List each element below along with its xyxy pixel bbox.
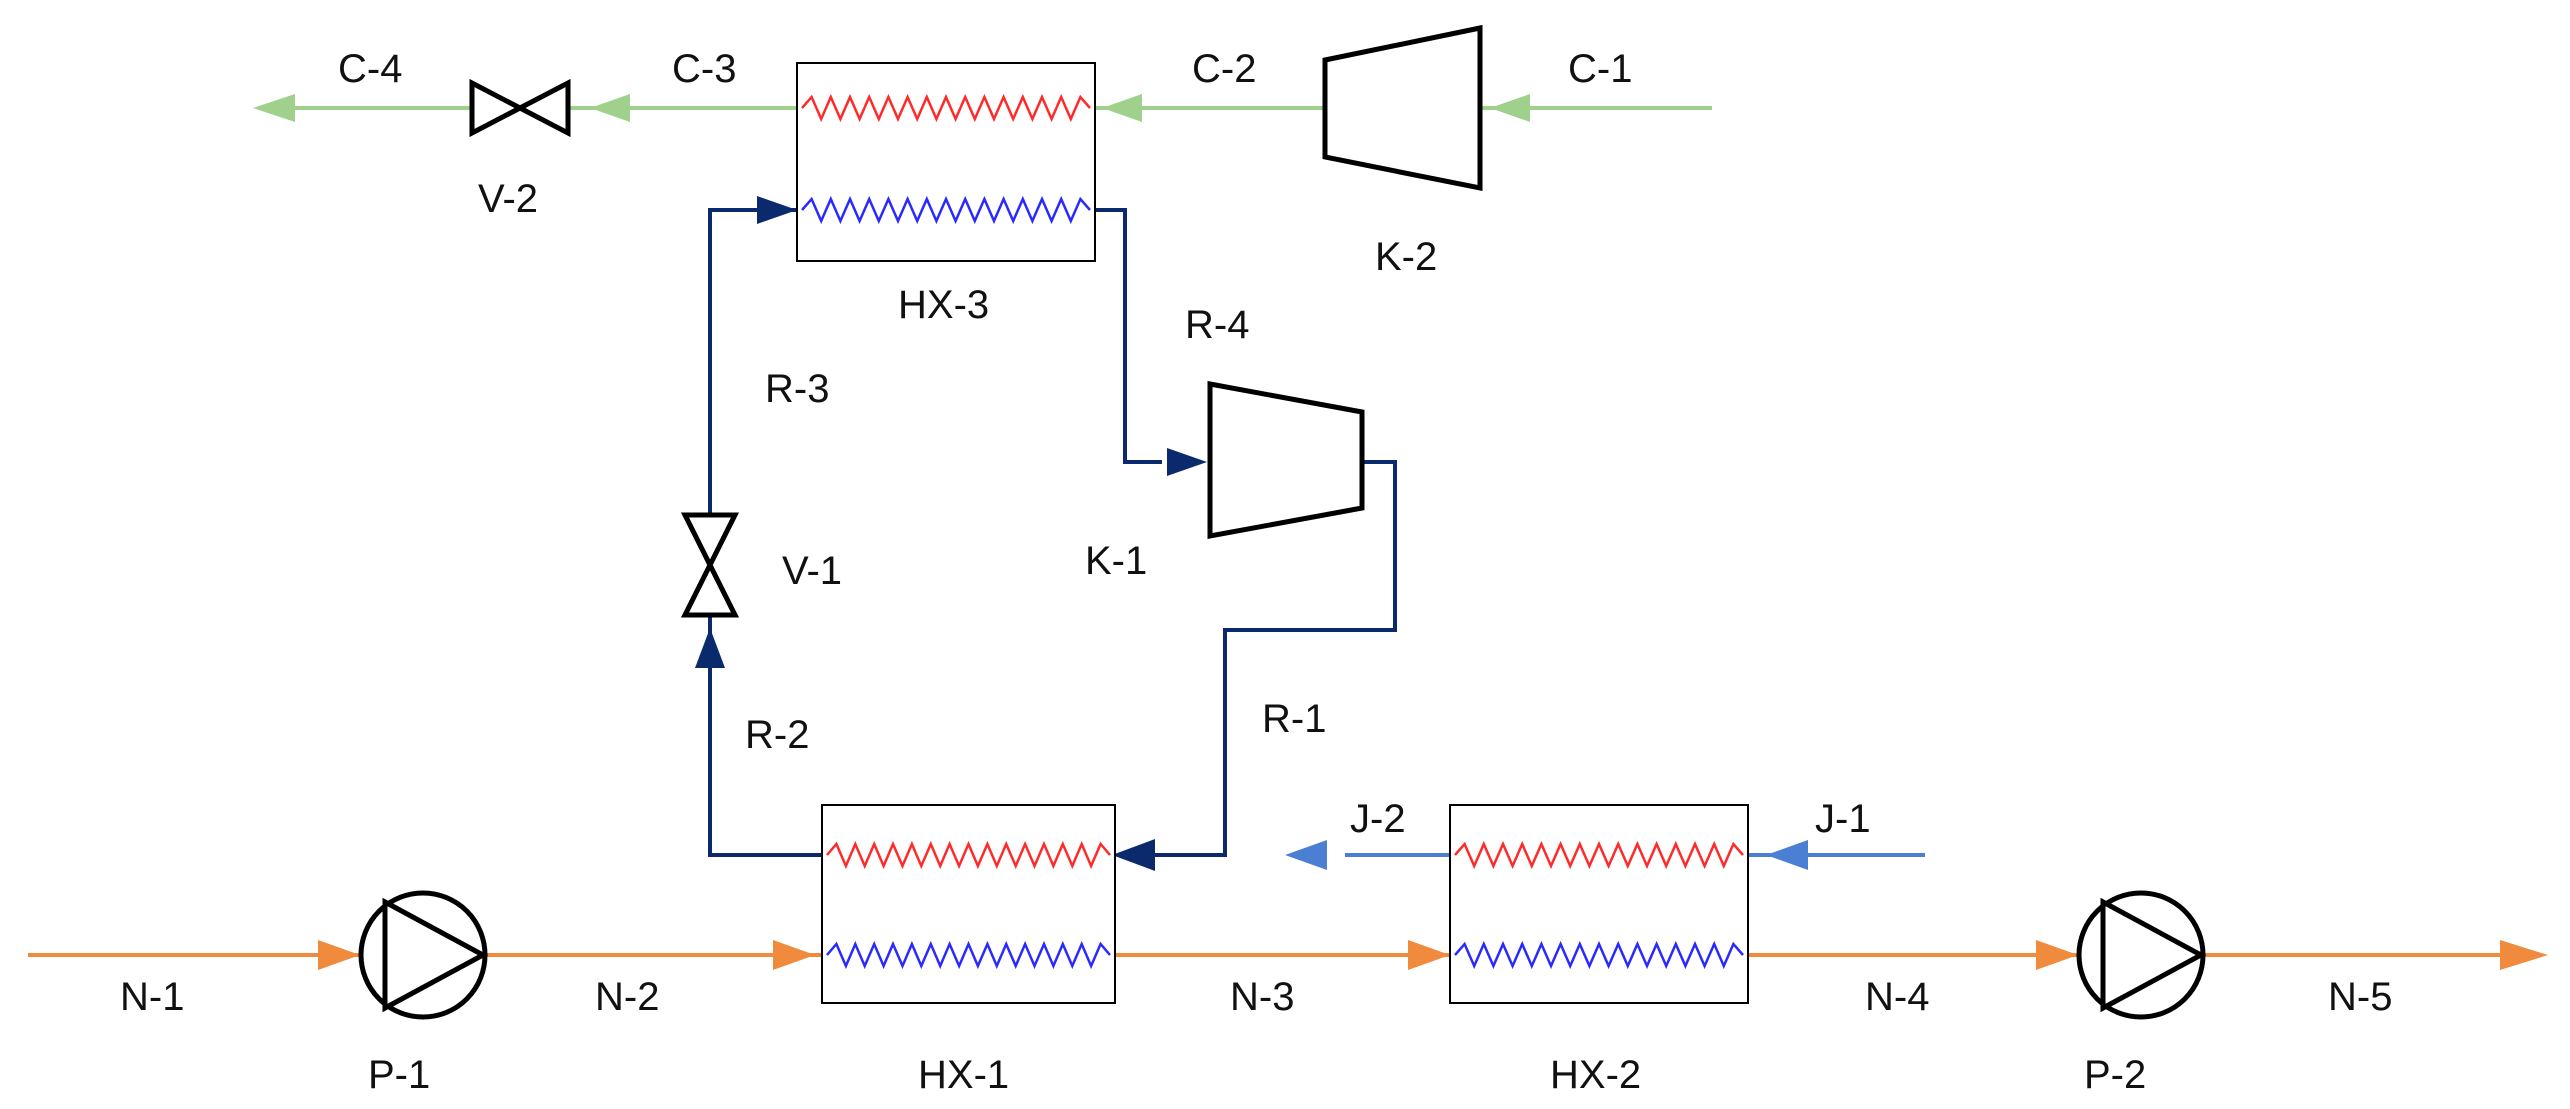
stream-r1-line bbox=[1150, 460, 1397, 857]
v1-valve-icon bbox=[680, 512, 740, 618]
label-c2: C-2 bbox=[1192, 47, 1256, 91]
label-hx2: HX-2 bbox=[1550, 1053, 1641, 1097]
arrow-n1-icon bbox=[318, 940, 360, 970]
arrow-c3-icon bbox=[590, 94, 630, 122]
arrow-j2-icon bbox=[1285, 840, 1327, 870]
label-c4: C-4 bbox=[338, 47, 402, 91]
label-n2: N-2 bbox=[595, 975, 659, 1019]
hx1-hot-coil bbox=[826, 840, 1111, 870]
hx1-cold-coil bbox=[826, 940, 1111, 970]
arrow-c4-icon bbox=[253, 94, 295, 122]
label-hx3: HX-3 bbox=[898, 283, 989, 327]
label-k1: K-1 bbox=[1085, 539, 1147, 583]
label-hx1: HX-1 bbox=[918, 1053, 1009, 1097]
arrow-r4-icon bbox=[1167, 448, 1207, 476]
arrow-j1-icon bbox=[1766, 840, 1808, 870]
label-r3: R-3 bbox=[765, 367, 829, 411]
label-n5: N-5 bbox=[2328, 975, 2392, 1019]
label-j2: J-2 bbox=[1350, 797, 1406, 841]
hx2-cold-coil bbox=[1454, 940, 1744, 970]
label-n3: N-3 bbox=[1230, 975, 1294, 1019]
arrow-n5-icon bbox=[2500, 940, 2548, 970]
arrow-r2-icon bbox=[695, 628, 725, 668]
label-c3: C-3 bbox=[672, 47, 736, 91]
hx1-exchanger bbox=[821, 804, 1116, 1004]
p1-pump-icon bbox=[358, 890, 489, 1020]
arrow-n4-icon bbox=[2036, 940, 2078, 970]
label-r1: R-1 bbox=[1262, 697, 1326, 741]
hx3-hot-coil bbox=[801, 93, 1091, 123]
arrow-c1-icon bbox=[1490, 94, 1530, 122]
label-j1: J-1 bbox=[1815, 797, 1871, 841]
label-c1: C-1 bbox=[1568, 47, 1632, 91]
arrow-n2-icon bbox=[773, 940, 815, 970]
v2-valve-icon bbox=[469, 78, 571, 138]
k1-compressor-icon bbox=[1207, 380, 1365, 540]
label-r4: R-4 bbox=[1185, 303, 1249, 347]
label-n1: N-1 bbox=[120, 975, 184, 1019]
arrow-r3-icon bbox=[757, 196, 797, 224]
label-k2: K-2 bbox=[1375, 235, 1437, 279]
arrow-n3-icon bbox=[1408, 940, 1450, 970]
hx3-cold-coil bbox=[801, 195, 1091, 225]
label-r2: R-2 bbox=[745, 713, 809, 757]
stream-r4-line bbox=[1095, 208, 1162, 464]
k2-compressor-icon bbox=[1322, 24, 1483, 192]
hx2-exchanger bbox=[1449, 804, 1749, 1004]
p2-pump-icon bbox=[2076, 890, 2207, 1020]
hx2-hot-coil bbox=[1454, 840, 1744, 870]
label-v2: V-2 bbox=[478, 177, 538, 221]
hx3-exchanger bbox=[796, 62, 1096, 262]
label-p2: P-2 bbox=[2084, 1053, 2146, 1097]
label-p1: P-1 bbox=[368, 1053, 430, 1097]
arrow-c2-icon bbox=[1102, 94, 1142, 122]
label-n4: N-4 bbox=[1865, 975, 1929, 1019]
label-v1: V-1 bbox=[782, 549, 842, 593]
arrow-r1-icon bbox=[1112, 839, 1155, 871]
